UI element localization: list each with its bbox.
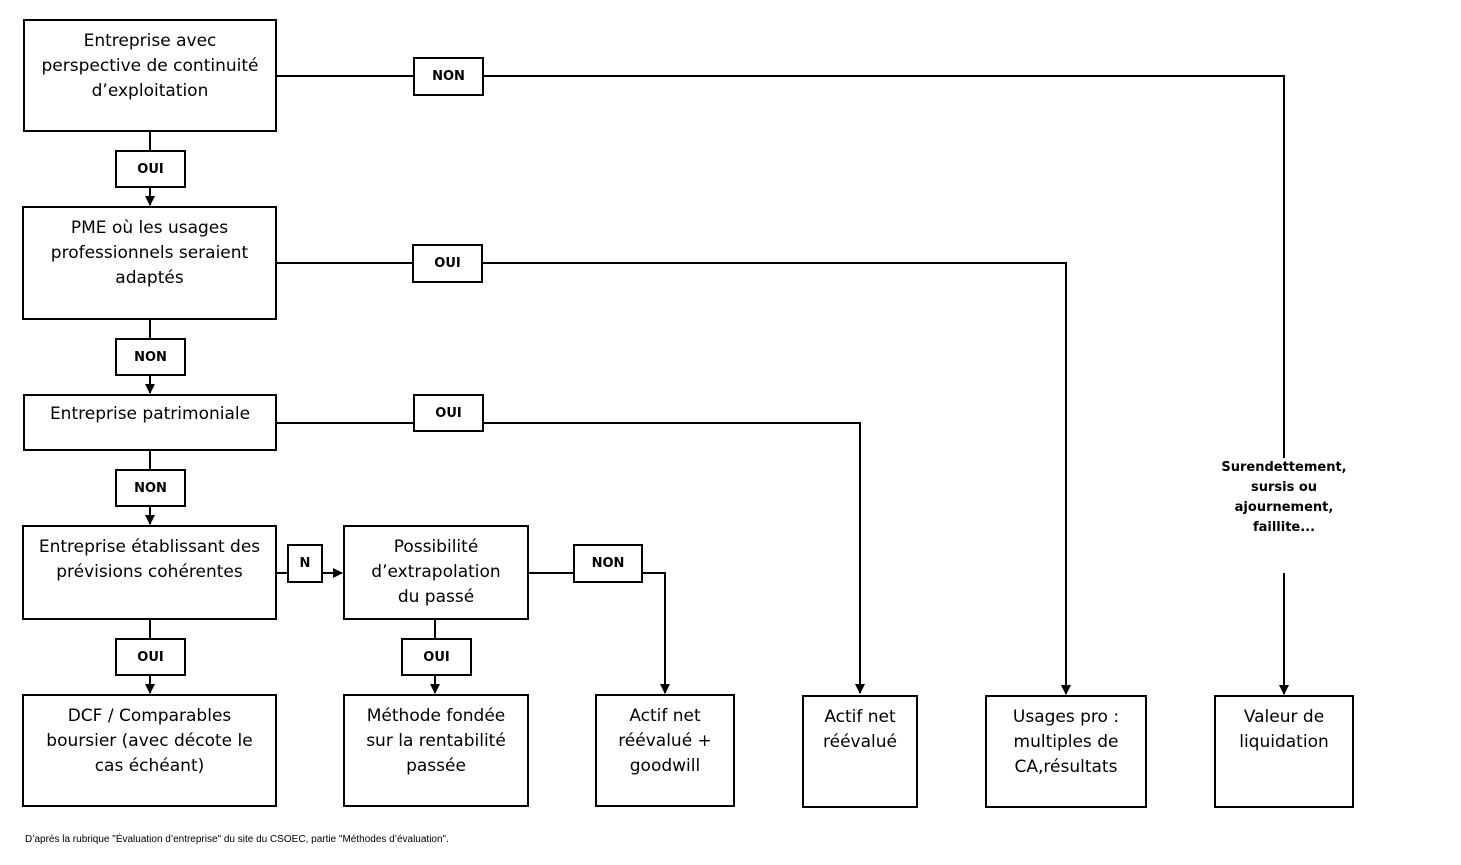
label-non-continuite: NON — [413, 57, 484, 96]
label-n-previsions: N — [287, 544, 323, 583]
node-rentabilite-passee: Méthode fondée sur la rentabilité passée — [343, 694, 529, 807]
connector-extrapolation-actif-goodwill — [528, 572, 670, 694]
node-extrapolation-passe: Possibilité d’extrapolation du passé — [343, 525, 529, 620]
node-continuite-exploitation: Entreprise avec perspective de continuit… — [23, 19, 277, 132]
node-valeur-liquidation: Valeur de liquidation — [1214, 695, 1354, 808]
node-pme-usages-professionnels: PME où les usages professionnels seraien… — [22, 206, 277, 320]
label-oui-previsions: OUI — [115, 638, 186, 676]
connector-continuite-liquidation — [277, 75, 1285, 458]
note-surendettement: Surendettement, sursis ou ajournement, f… — [1221, 460, 1347, 535]
node-dcf-comparables: DCF / Comparables boursier (avec décote … — [22, 694, 277, 807]
label-non-patrimoniale: NON — [115, 469, 186, 507]
node-entreprise-patrimoniale: Entreprise patrimoniale — [23, 394, 277, 451]
node-actif-net-reevalue: Actif net réévalué — [802, 695, 918, 808]
label-oui-pme: OUI — [412, 244, 483, 283]
connector-pme-usages-pro — [277, 262, 1071, 695]
label-oui-patrimoniale: OUI — [413, 394, 484, 432]
node-usages-pro: Usages pro : multiples de CA,résultats — [985, 695, 1147, 808]
node-actif-net-goodwill: Actif net réévalué + goodwill — [595, 694, 735, 807]
node-previsions-coherentes: Entreprise établissant des prévisions co… — [22, 525, 277, 620]
label-oui-extrapolation: OUI — [401, 638, 472, 676]
label-non-pme: NON — [115, 338, 186, 376]
label-oui-continuite: OUI — [115, 150, 186, 188]
label-non-extrapolation: NON — [573, 544, 643, 583]
footnote-source: D’après la rubrique "Évaluation d’entrep… — [25, 834, 449, 845]
